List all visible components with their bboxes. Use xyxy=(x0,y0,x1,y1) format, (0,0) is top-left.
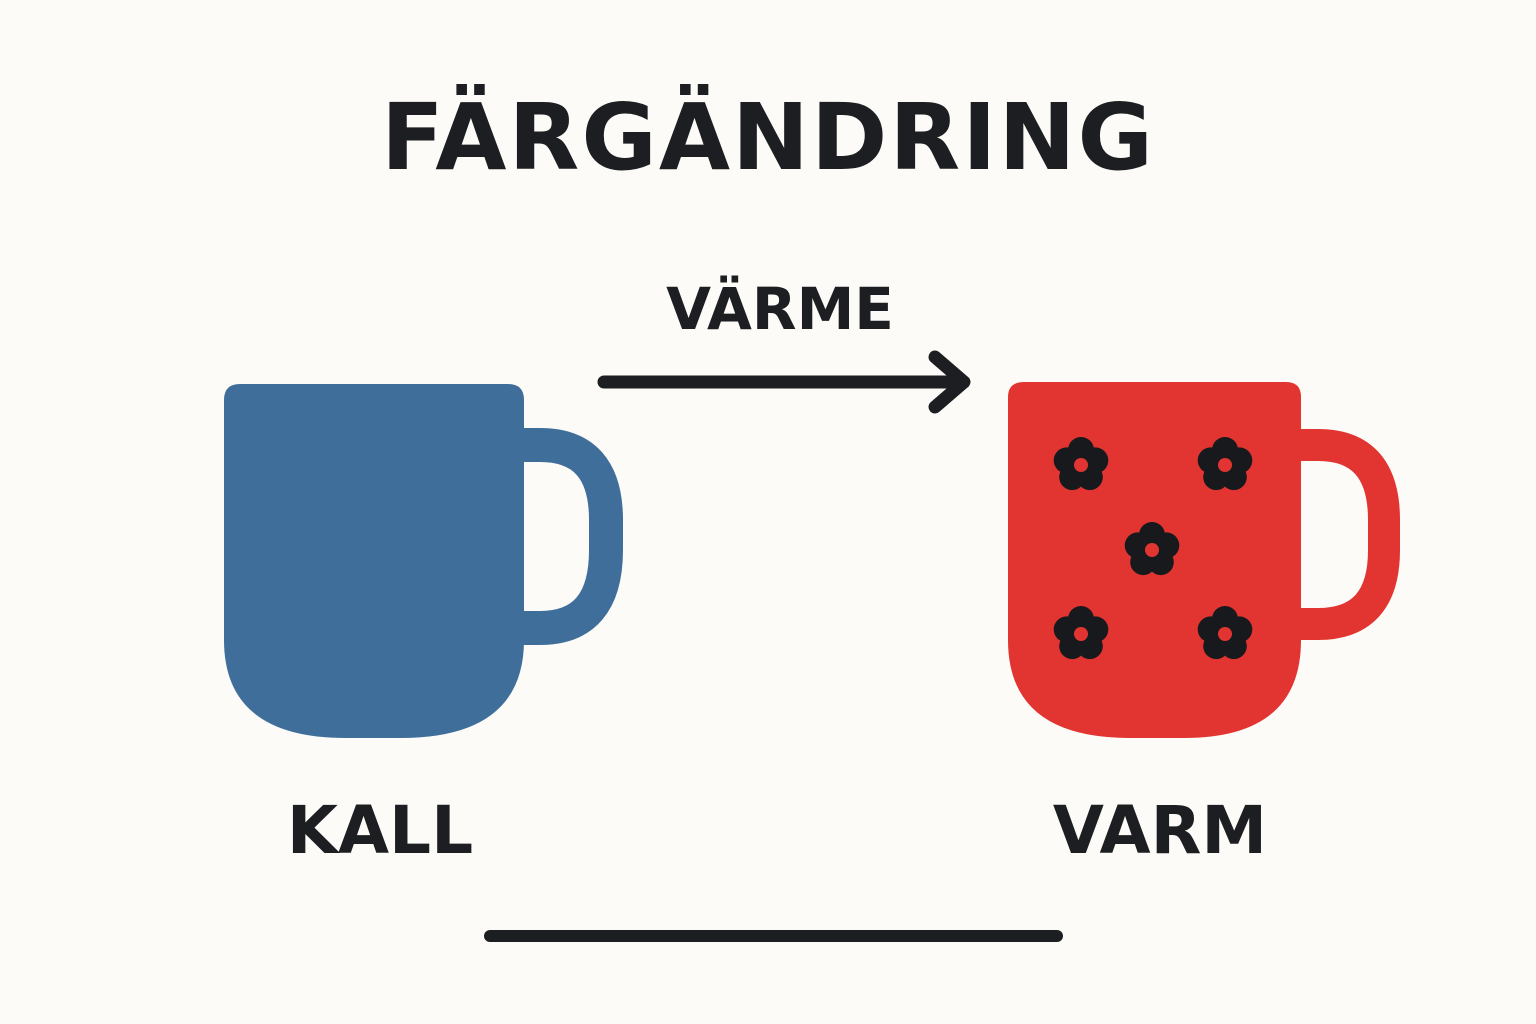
cold-mug-body xyxy=(224,384,524,738)
warm-label: VARM xyxy=(1052,792,1268,869)
warm-mug xyxy=(1008,382,1400,738)
cold-mug xyxy=(224,384,623,738)
warm-mug-handle xyxy=(1290,429,1400,640)
arrow-label: VÄRME xyxy=(666,275,894,343)
cold-label: KALL xyxy=(286,792,474,869)
arrow-head xyxy=(928,350,971,414)
diagram-title: FÄRGÄNDRING xyxy=(381,84,1155,191)
heat-arrow xyxy=(597,350,971,414)
cold-mug-handle xyxy=(505,428,623,645)
